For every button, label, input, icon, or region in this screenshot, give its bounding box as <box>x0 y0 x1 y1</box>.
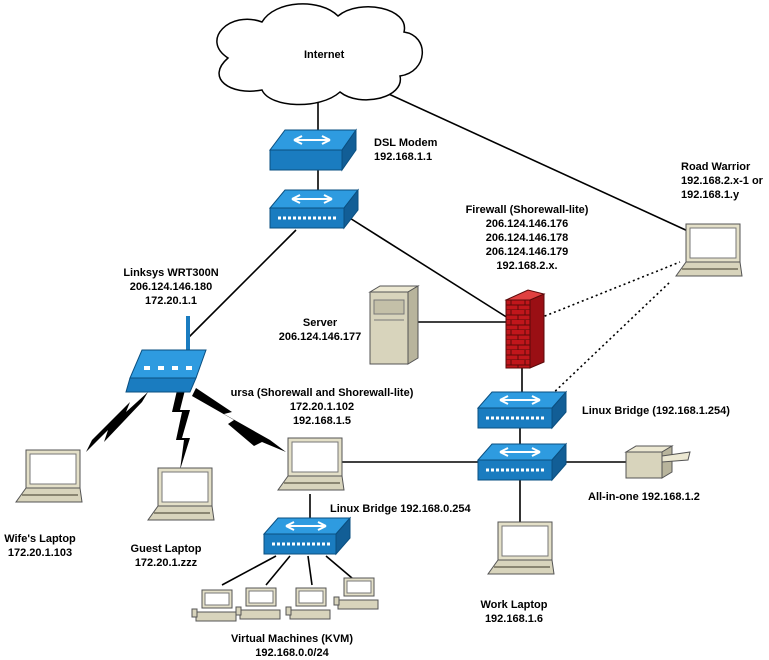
connection-lines <box>187 89 691 586</box>
link-lb0-vm3 <box>307 555 313 586</box>
linux-bridge-lower-icon[interactable] <box>476 442 568 482</box>
ursa-laptop-icon[interactable] <box>277 437 345 491</box>
server-name: Server <box>302 317 338 329</box>
firewall-name: Firewall (Shorewall-lite) <box>465 204 589 216</box>
server-ip: 206.124.146.177 <box>278 331 362 343</box>
link-lb0-vm1 <box>221 555 277 586</box>
vm-2-icon[interactable] <box>235 587 281 620</box>
server-label: Server 206.124.146.177 <box>268 316 372 344</box>
dsl-modem-icon[interactable] <box>269 128 357 172</box>
firewall-ip4: 192.168.2.x. <box>496 260 558 272</box>
firewall-icon[interactable] <box>504 289 546 369</box>
server-icon[interactable] <box>368 285 420 365</box>
road-warrior-name: Road Warrior <box>681 161 751 173</box>
firewall-ip1: 206.124.146.176 <box>485 218 569 230</box>
wireless-link-wife <box>86 392 148 452</box>
guest-laptop-icon[interactable] <box>147 467 215 521</box>
vm-1-icon[interactable] <box>191 589 237 622</box>
linux-bridge-0-icon[interactable] <box>262 516 352 556</box>
virtual-machines-subnet: 192.168.0.0/24 <box>255 647 329 659</box>
guest-laptop-ip: 172.20.1.zzz <box>134 557 198 569</box>
internet-cloud <box>216 3 423 106</box>
vm-3-icon[interactable] <box>285 587 331 620</box>
vpn-bridge-roadwarrior <box>547 281 671 399</box>
linux-bridge-1-label: Linux Bridge (192.168.1.254) <box>582 405 730 417</box>
linksys-router-icon[interactable] <box>125 316 207 393</box>
guest-laptop-label: Guest Laptop 172.20.1.zzz <box>124 542 208 570</box>
virtual-machines-name: Virtual Machines (KVM) <box>230 633 354 645</box>
vpn-firewall-roadwarrior <box>539 261 681 319</box>
linksys-ip2: 172.20.1.1 <box>145 295 197 307</box>
all-in-one-printer-icon[interactable] <box>624 445 691 479</box>
work-laptop-icon[interactable] <box>487 521 555 575</box>
road-warrior-laptop-icon[interactable] <box>675 223 743 277</box>
wifes-laptop-icon[interactable] <box>15 449 83 503</box>
wifes-laptop-label: Wife's Laptop 172.20.1.103 <box>0 532 80 560</box>
virtual-machines-label: Virtual Machines (KVM) 192.168.0.0/24 <box>220 632 364 660</box>
firewall-ip3: 206.124.146.179 <box>485 246 569 258</box>
linksys-name: Linksys WRT300N <box>123 267 219 279</box>
wireless-link-ursa <box>192 388 286 452</box>
work-laptop-name: Work Laptop <box>480 599 548 611</box>
road-warrior-label: Road Warrior 192.168.2.x-1 or 192.168.1.… <box>681 160 763 202</box>
ursa-label: ursa (Shorewall and Shorewall-lite) 172.… <box>224 386 420 428</box>
link-lb0-vm4 <box>325 555 353 579</box>
road-warrior-ip2: 192.168.1.y <box>681 189 740 201</box>
linux-bridge-upper-icon[interactable] <box>476 390 568 430</box>
link-switch-linksys <box>187 229 297 339</box>
firewall-label: Firewall (Shorewall-lite) 206.124.146.17… <box>462 203 592 273</box>
ursa-name: ursa (Shorewall and Shorewall-lite) <box>230 387 414 399</box>
linux-bridge-0-label: Linux Bridge 192.168.0.254 <box>330 503 471 515</box>
dsl-modem-ip: 192.168.1.1 <box>374 151 433 163</box>
wireless-link-guest <box>172 386 190 470</box>
firewall-ip2: 206.124.146.178 <box>485 232 569 244</box>
linksys-label: Linksys WRT300N 206.124.146.180 172.20.1… <box>116 266 226 308</box>
top-switch-icon[interactable] <box>268 188 360 230</box>
all-in-one-label: All-in-one 192.168.1.2 <box>588 491 700 503</box>
internet-label: Internet <box>304 49 345 61</box>
dsl-modem-name: DSL Modem <box>374 137 438 149</box>
vm-4-icon[interactable] <box>333 577 379 610</box>
dsl-modem-label: DSL Modem 192.168.1.1 <box>374 136 437 164</box>
wireless-links <box>86 386 286 470</box>
work-laptop-ip: 192.168.1.6 <box>484 613 544 625</box>
wifes-laptop-ip: 172.20.1.103 <box>7 547 73 559</box>
guest-laptop-name: Guest Laptop <box>130 543 202 555</box>
work-laptop-label: Work Laptop 192.168.1.6 <box>474 598 554 626</box>
link-internet-roadwarrior <box>379 89 691 233</box>
link-lb0-vm2 <box>265 555 291 586</box>
linksys-ip1: 206.124.146.180 <box>129 281 213 293</box>
ursa-ip1: 172.20.1.102 <box>289 401 355 413</box>
wifes-laptop-name: Wife's Laptop <box>4 533 76 545</box>
link-switch-firewall <box>344 214 509 319</box>
road-warrior-ip1: 192.168.2.x-1 or <box>681 175 763 187</box>
ursa-ip2: 192.168.1.5 <box>292 415 352 427</box>
vpn-links <box>539 261 681 399</box>
